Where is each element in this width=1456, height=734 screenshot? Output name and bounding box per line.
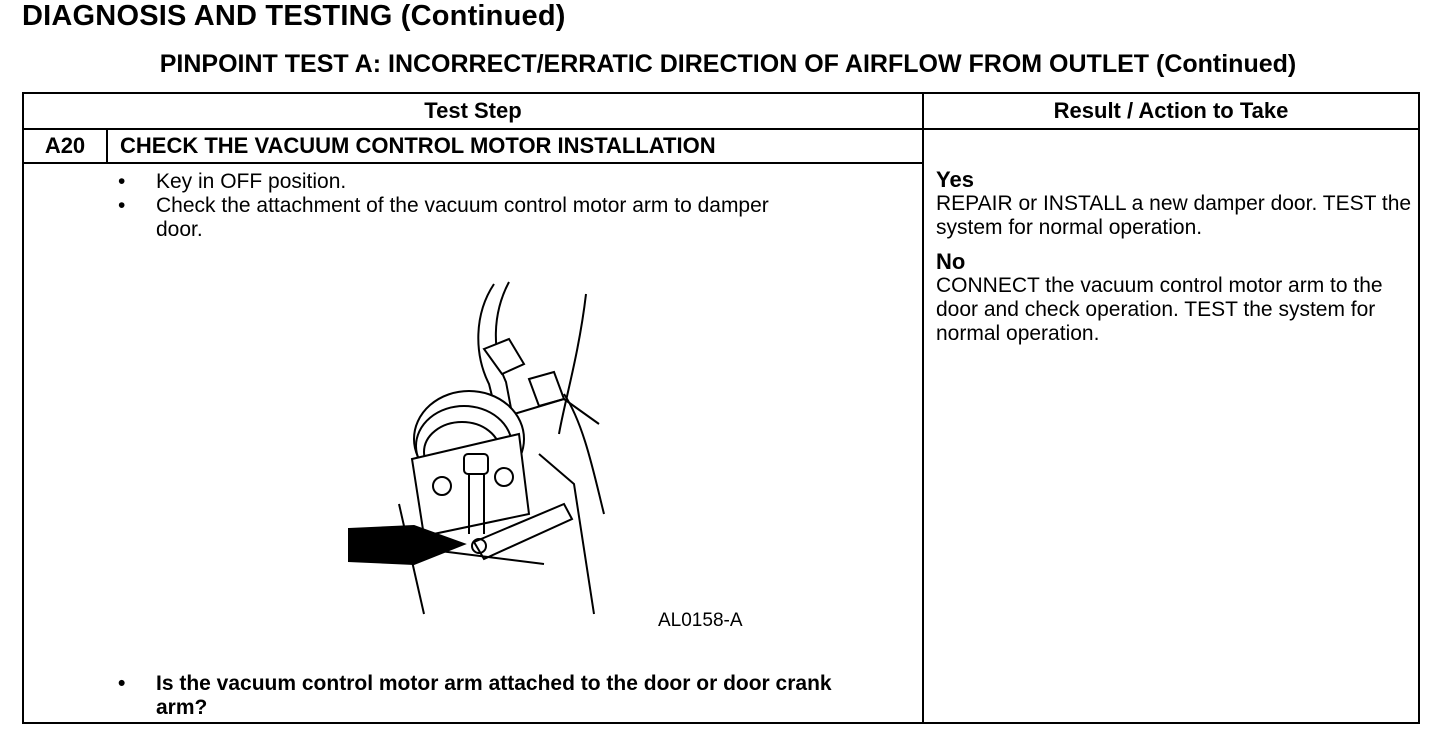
bullet-icon: • [118, 672, 126, 695]
question-text: Is the vacuum control motor arm attached… [156, 672, 832, 719]
step-title: CHECK THE VACUUM CONTROL MOTOR INSTALLAT… [120, 133, 716, 158]
actuator-rod [463, 453, 489, 475]
result-no: No CONNECT the vacuum control motor arm … [936, 250, 1422, 346]
result-label: No [936, 249, 966, 274]
actuator-rod [468, 474, 485, 534]
mounting-plate [410, 432, 531, 538]
step-title-divider [24, 162, 922, 164]
page-title: DIAGNOSIS AND TESTING (Continued) [22, 0, 566, 32]
result-action: REPAIR or INSTALL a new damper door. TES… [936, 192, 1412, 239]
bullet-icon: • [118, 194, 126, 217]
header-test-step: Test Step [424, 98, 522, 123]
figure-label: AL0158-A [658, 610, 743, 631]
step-question: • Is the vacuum control motor arm attach… [116, 672, 876, 720]
column-divider [922, 94, 924, 724]
mount-nut-icon [432, 476, 452, 496]
pinpoint-test-title: PINPOINT TEST A: INCORRECT/ERRATIC DIREC… [159, 50, 1297, 78]
step-id-divider [106, 128, 108, 164]
bullet-icon: • [118, 170, 126, 193]
bracket-line [513, 397, 600, 425]
instruction-text: Check the attachment of the vacuum contr… [156, 194, 769, 241]
vacuum-motor-illustration [348, 281, 605, 615]
hose-fitting [482, 337, 526, 376]
result-yes: Yes REPAIR or INSTALL a new damper door.… [936, 168, 1422, 240]
instruction-item: • Check the attachment of the vacuum con… [116, 194, 816, 242]
door-housing [538, 453, 595, 615]
crank-pivot [471, 538, 487, 554]
step-id: A20 [44, 133, 86, 158]
instruction-text: Key in OFF position. [156, 170, 347, 193]
result-label: Yes [936, 167, 974, 192]
header-divider [24, 128, 1418, 130]
vacuum-hose [494, 281, 515, 425]
result-action: CONNECT the vacuum control motor arm to … [936, 274, 1383, 345]
pointer-arrow-icon [348, 524, 467, 566]
step-instructions: • Key in OFF position. • Check the attac… [116, 170, 816, 242]
vacuum-hose [477, 283, 500, 425]
result-actions: Yes REPAIR or INSTALL a new damper door.… [936, 168, 1422, 356]
hose-line [558, 293, 587, 435]
header-result-action: Result / Action to Take [1053, 98, 1289, 123]
hose-line [563, 393, 605, 515]
instruction-item: • Key in OFF position. [116, 170, 816, 194]
pinpoint-test-table: Test Step Result / Action to Take A20 CH… [22, 92, 1420, 724]
mount-nut-icon [494, 467, 514, 487]
